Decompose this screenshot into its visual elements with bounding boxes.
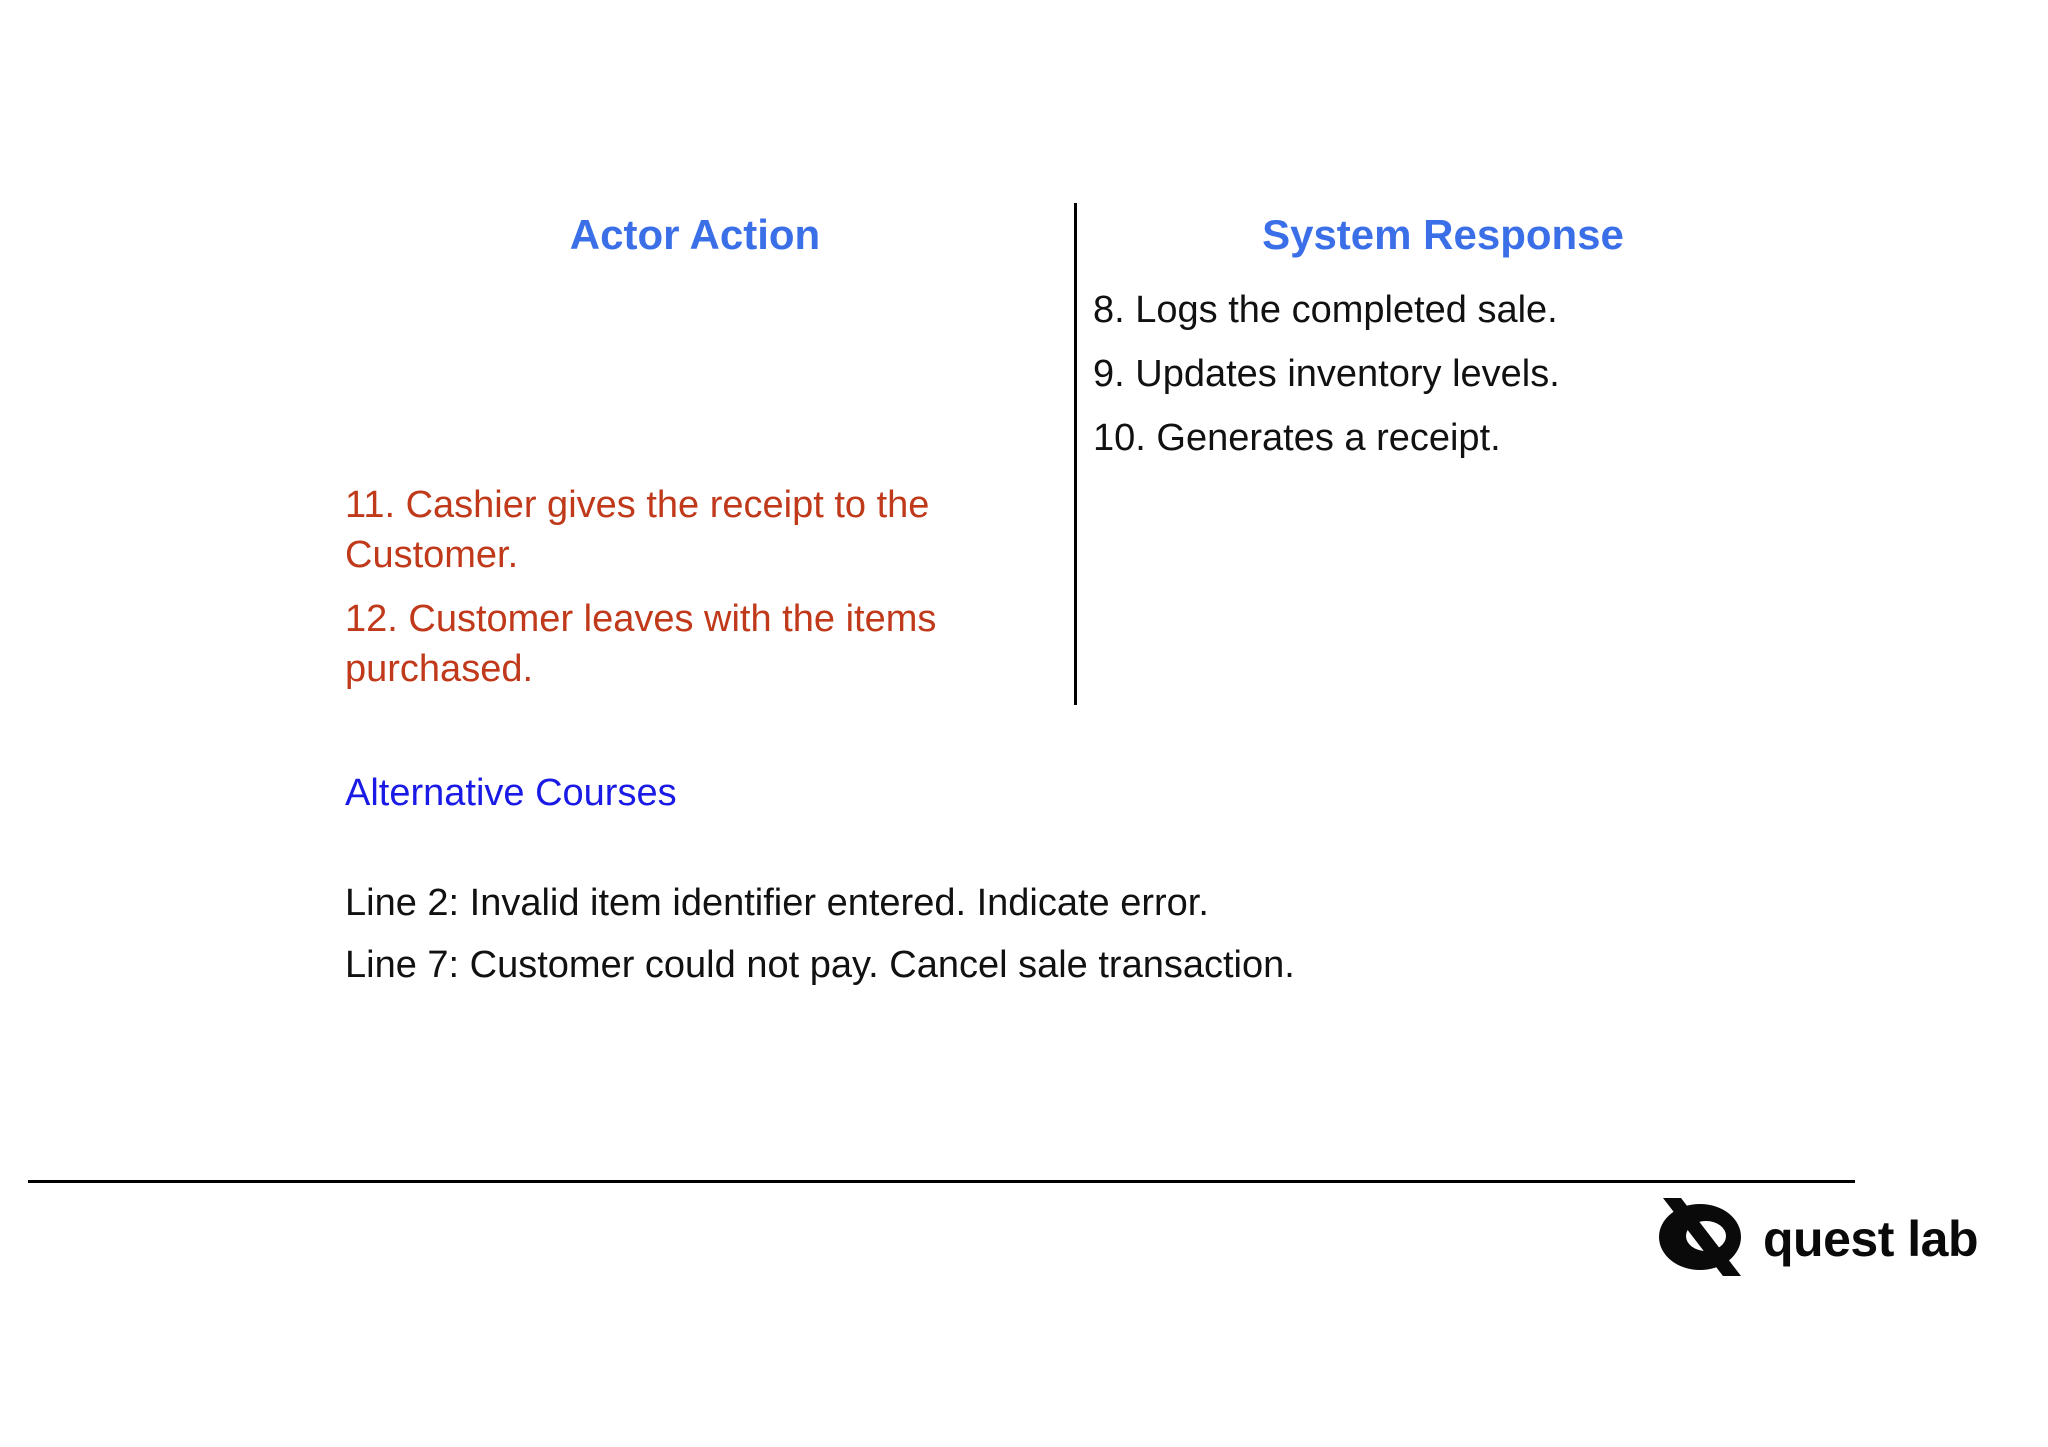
column-header-system-response: System Response	[1262, 211, 1624, 258]
system-step-8: 8. Logs the completed sale.	[1093, 289, 1558, 331]
system-response-steps: 8. Logs the completed sale. 9. Updates i…	[1093, 285, 1953, 463]
alternative-courses-heading: Alternative Courses	[345, 772, 677, 814]
alternative-courses-list: Line 2: Invalid item identifier entered.…	[345, 872, 1745, 996]
system-step-10: 10. Generates a receipt.	[1093, 417, 1501, 459]
actor-action-steps: 11. Cashier gives the receipt to the Cus…	[345, 480, 1035, 694]
column-divider	[1074, 203, 1077, 705]
alternative-course-line-7: Line 7: Customer could not pay. Cancel s…	[345, 944, 1295, 986]
quest-lab-logo: quest lab	[1655, 1196, 1978, 1282]
quest-lab-wordmark: quest lab	[1763, 1211, 1978, 1267]
column-header-actor-action: Actor Action	[569, 211, 821, 258]
alternative-course-line-2: Line 2: Invalid item identifier entered.…	[345, 882, 1209, 924]
system-step-9: 9. Updates inventory levels.	[1093, 353, 1560, 395]
actor-step-12: 12. Customer leaves with the items purch…	[345, 598, 937, 690]
footer-divider	[28, 1180, 1855, 1183]
actor-step-11: 11. Cashier gives the receipt to the Cus…	[345, 484, 930, 576]
quest-lab-q-icon	[1659, 1198, 1741, 1276]
